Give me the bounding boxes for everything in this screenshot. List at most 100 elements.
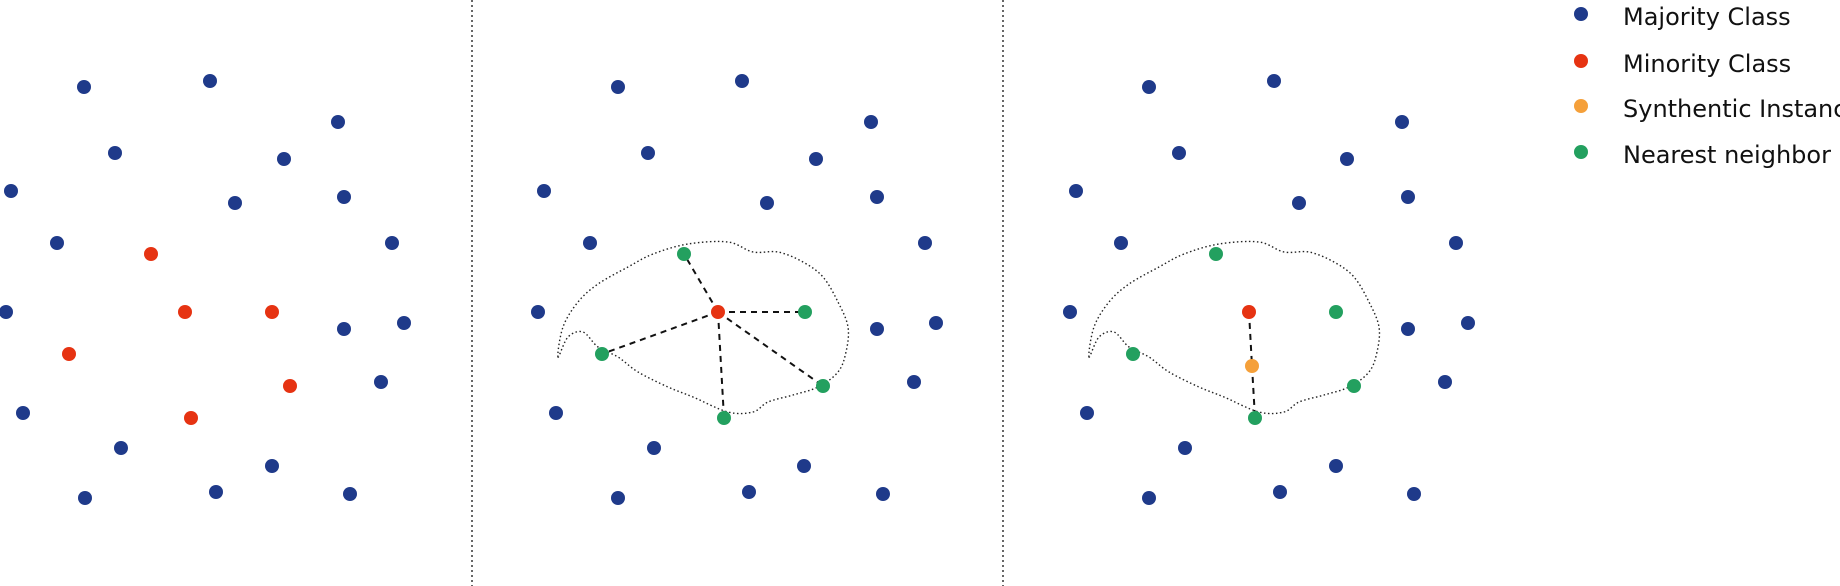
majority-point (809, 152, 823, 166)
minority-point (144, 247, 158, 261)
legend-label: Nearest neighbor (1623, 141, 1831, 169)
majority-point (1401, 190, 1415, 204)
majority-point (1401, 322, 1415, 336)
majority-point (77, 80, 91, 94)
majority-point (549, 406, 563, 420)
majority-point (277, 152, 291, 166)
legend-item: Majority Class (1574, 3, 1791, 31)
neighbor-point (1329, 305, 1343, 319)
majority-point (611, 491, 625, 505)
majority-point (876, 487, 890, 501)
majority-point (1142, 80, 1156, 94)
edges-layer (601, 253, 1256, 419)
majority-point (78, 491, 92, 505)
majority-point (1142, 491, 1156, 505)
minority-point (1242, 305, 1256, 319)
neighbor-link (1251, 365, 1256, 419)
majority-point (1114, 236, 1128, 250)
majority-point (1178, 441, 1192, 455)
minority-point (178, 305, 192, 319)
legend-label: Synthentic Instance (1623, 95, 1840, 123)
legend-label: Majority Class (1623, 3, 1791, 31)
minority-point (62, 347, 76, 361)
majority-point (108, 146, 122, 160)
neighbor-point (717, 411, 731, 425)
majority-point (870, 322, 884, 336)
majority-point (1273, 485, 1287, 499)
neighborhood-region (557, 240, 850, 415)
legend-swatch (1574, 54, 1588, 68)
majority-point (0, 305, 13, 319)
neighbor-point (595, 347, 609, 361)
majority-point (228, 196, 242, 210)
majority-point (331, 115, 345, 129)
majority-point (742, 485, 756, 499)
legend-swatch (1574, 7, 1588, 21)
majority-point (531, 305, 545, 319)
legend-item: Nearest neighbor (1574, 141, 1831, 169)
neighbor-point (816, 379, 830, 393)
minority-point (265, 305, 279, 319)
minority-point (283, 379, 297, 393)
neighbor-link (683, 253, 719, 313)
majority-point (647, 441, 661, 455)
majority-point (611, 80, 625, 94)
majority-point (907, 375, 921, 389)
neighbor-point (677, 247, 691, 261)
majority-point (203, 74, 217, 88)
majority-point (209, 485, 223, 499)
majority-point (918, 236, 932, 250)
neighbor-link (601, 311, 719, 355)
majority-point (583, 236, 597, 250)
majority-point (114, 441, 128, 455)
majority-point (265, 459, 279, 473)
majority-point (1340, 152, 1354, 166)
majority-point (1438, 375, 1452, 389)
synthetic-point (1245, 359, 1259, 373)
majority-point (929, 316, 943, 330)
majority-point (735, 74, 749, 88)
majority-point (797, 459, 811, 473)
majority-point (1461, 316, 1475, 330)
majority-point (50, 236, 64, 250)
neighbor-link (717, 311, 824, 387)
majority-point (870, 190, 884, 204)
majority-point (4, 184, 18, 198)
legend-item: Minority Class (1574, 50, 1791, 78)
neighborhood-region (1088, 240, 1381, 415)
points-layer (0, 74, 1475, 505)
majority-point (385, 236, 399, 250)
majority-point (1292, 196, 1306, 210)
majority-point (16, 406, 30, 420)
minority-point (711, 305, 725, 319)
neighbor-point (1347, 379, 1361, 393)
minority-point (184, 411, 198, 425)
majority-point (1080, 406, 1094, 420)
neighbor-point (1248, 411, 1262, 425)
legend-swatch (1574, 99, 1588, 113)
majority-point (760, 196, 774, 210)
majority-point (397, 316, 411, 330)
majority-point (1395, 115, 1409, 129)
majority-point (337, 322, 351, 336)
majority-point (1063, 305, 1077, 319)
majority-point (537, 184, 551, 198)
legend-label: Minority Class (1623, 50, 1792, 78)
neighbor-point (1126, 347, 1140, 361)
majority-point (1069, 184, 1083, 198)
neighborhood-regions (557, 240, 1381, 415)
majority-point (337, 190, 351, 204)
majority-point (864, 115, 878, 129)
majority-point (641, 146, 655, 160)
majority-point (343, 487, 357, 501)
majority-point (1407, 487, 1421, 501)
majority-point (374, 375, 388, 389)
majority-point (1449, 236, 1463, 250)
neighbor-point (798, 305, 812, 319)
majority-point (1267, 74, 1281, 88)
legend-swatch (1574, 145, 1588, 159)
neighbor-link (1248, 311, 1253, 367)
neighbor-point (1209, 247, 1223, 261)
neighbor-link (717, 311, 725, 419)
